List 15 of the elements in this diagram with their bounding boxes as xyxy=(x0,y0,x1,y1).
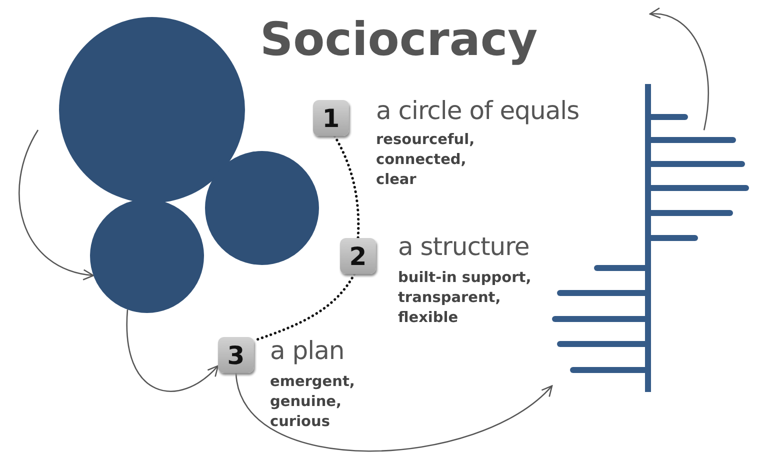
step-number: 2 xyxy=(340,238,376,274)
step-description: built-in support, transparent, flexible xyxy=(398,269,532,328)
step-number: 3 xyxy=(218,337,254,373)
curved-arrow xyxy=(18,130,94,280)
curved-arrow xyxy=(235,372,553,452)
step-heading: a circle of equals xyxy=(376,96,580,125)
step-number: 1 xyxy=(313,100,349,136)
title: Sociocracy xyxy=(260,12,538,66)
curved-arrow xyxy=(126,310,219,392)
step-heading: a plan xyxy=(270,336,344,365)
dotted-line xyxy=(333,134,360,240)
step-description: resourceful, connected, clear xyxy=(376,131,476,190)
curved-arrow xyxy=(649,8,709,130)
step-heading: a structure xyxy=(398,232,530,261)
step-description: emergent, genuine, curious xyxy=(270,373,356,432)
